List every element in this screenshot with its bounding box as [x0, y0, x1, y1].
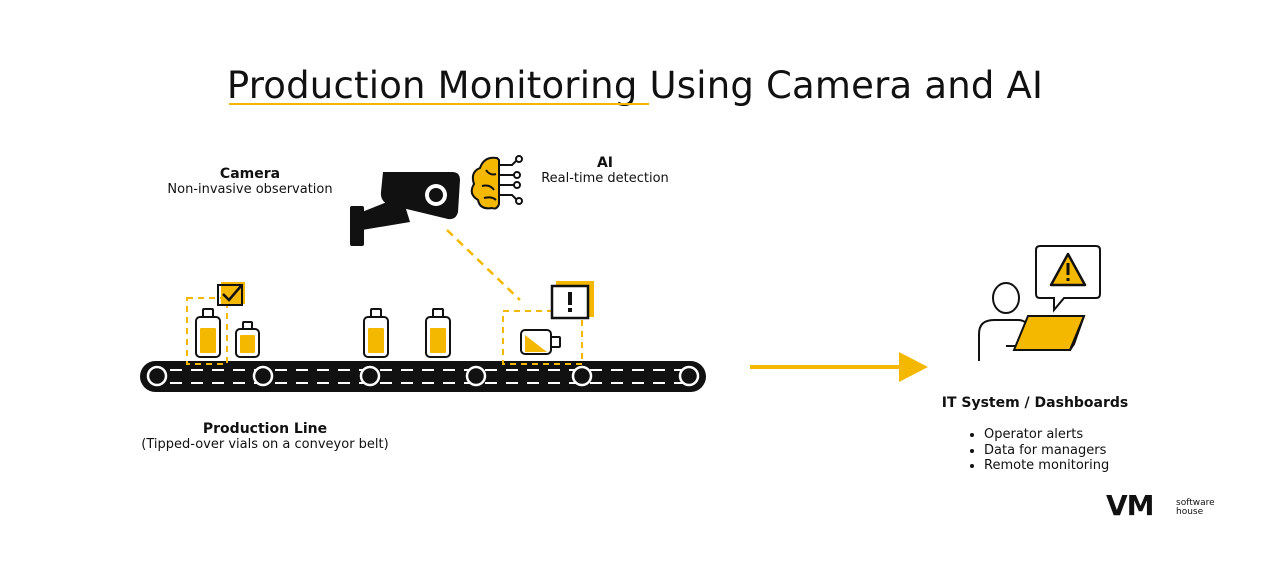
- production-line-subtitle: (Tipped-over vials on a conveyor belt): [141, 437, 389, 452]
- logo-mark: VM: [1106, 489, 1155, 522]
- checkmark-icon: [217, 282, 245, 306]
- arrow-right-icon: [750, 352, 928, 382]
- ai-title: AI: [596, 155, 614, 171]
- camera-title: Camera: [219, 166, 281, 182]
- camera-subtitle: Non-invasive observation: [167, 182, 333, 197]
- vial-icon: [195, 308, 221, 358]
- inspection-frame-ok: [186, 297, 228, 365]
- exclamation-icon: [550, 281, 594, 320]
- conveyor-belt: [140, 361, 706, 392]
- vial-icon: [363, 308, 389, 358]
- list-item: Data for managers: [984, 443, 1109, 459]
- list-item: Operator alerts: [984, 427, 1109, 443]
- logo-text: software house: [1176, 499, 1215, 517]
- warning-triangle-icon: [1035, 245, 1101, 313]
- security-camera-icon: [350, 172, 460, 246]
- ai-label: AI Real-time detection: [530, 155, 680, 186]
- ai-subtitle: Real-time detection: [541, 171, 669, 186]
- brand-logo: VM software house: [1106, 489, 1215, 522]
- production-line-label: Production Line (Tipped-over vials on a …: [130, 421, 400, 452]
- tipped-vial-icon: [520, 329, 561, 355]
- vial-icon: [235, 321, 260, 358]
- it-system-label: IT System / Dashboards: [935, 395, 1135, 411]
- camera-view-line: [446, 229, 521, 301]
- camera-label: Camera Non-invasive observation: [160, 166, 340, 197]
- logo-text-line2: house: [1176, 507, 1204, 517]
- brain-circuit-icon: [470, 155, 523, 210]
- title-underline: [229, 103, 649, 105]
- it-system-list: Operator alerts Data for managers Remote…: [966, 427, 1109, 474]
- page-title: Production Monitoring Using Camera and A…: [226, 64, 1044, 107]
- production-line-title: Production Line: [202, 421, 328, 437]
- vial-icon: [425, 308, 451, 358]
- list-item: Remote monitoring: [984, 458, 1109, 474]
- person-laptop-icon: [978, 282, 1086, 361]
- logo-text-line1: software: [1176, 498, 1215, 508]
- it-system-title: IT System / Dashboards: [941, 395, 1129, 411]
